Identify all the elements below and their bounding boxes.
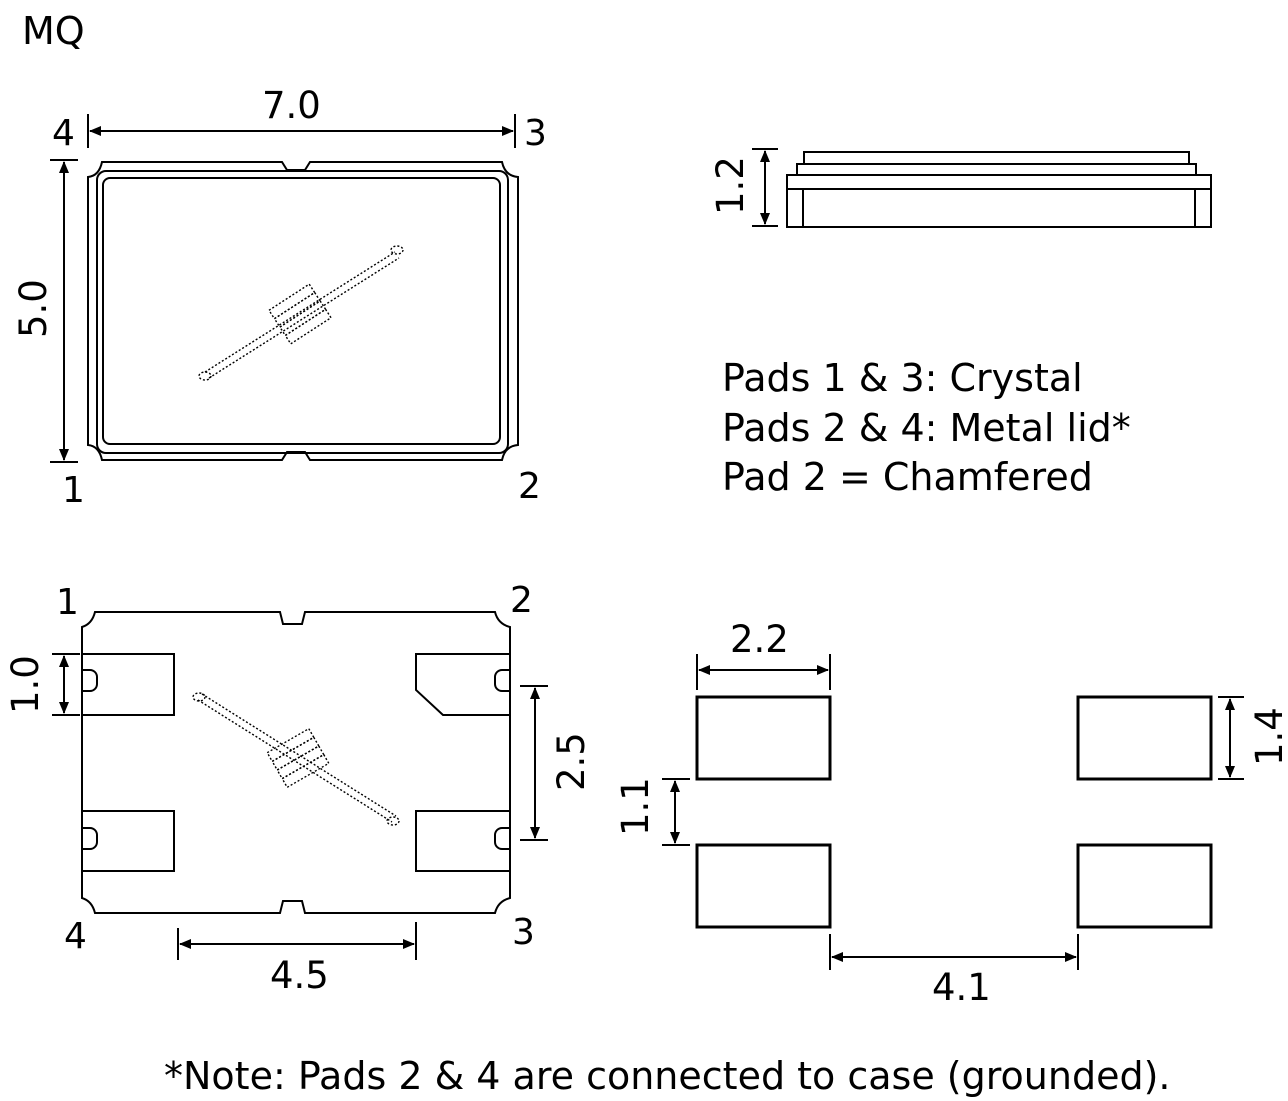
footprint-pad-top-right — [1076, 695, 1213, 781]
bottom-pin-2: 2 — [510, 580, 533, 621]
pad-pitch-x-dimension-label: 4.5 — [270, 954, 329, 997]
side-height-dimension-label: 1.2 — [709, 156, 752, 215]
note-pads-2-4: Pads 2 & 4: Metal lid* — [722, 406, 1131, 450]
bottom-pad-3 — [415, 810, 511, 872]
top-pin-2: 2 — [518, 466, 541, 507]
pad-pitch-y-dimension-label: 2.5 — [550, 732, 593, 791]
metal-lid-outer — [96, 170, 509, 454]
footprint-pad-top-left — [695, 695, 832, 781]
bottom-view: 1 2 4 3 — [4, 580, 593, 997]
footnote: *Note: Pads 2 & 4 are connected to case … — [164, 1054, 1170, 1098]
top-pin-3: 3 — [524, 113, 547, 154]
top-pin-1: 1 — [62, 470, 85, 511]
bottom-crystal-hidden-outline — [192, 692, 400, 826]
footprint-pad-width-dimension-label: 2.2 — [730, 618, 789, 661]
height-dimension-label: 5.0 — [12, 279, 55, 338]
bottom-pad-4 — [81, 810, 175, 872]
width-dimension-label: 7.0 — [262, 84, 321, 127]
top-view: 7.0 5.0 4 3 1 2 — [12, 84, 547, 511]
side-view: 1.2 — [709, 148, 1212, 228]
bottom-package-outline — [81, 611, 511, 914]
bottom-pad-2 — [415, 653, 510, 716]
bottom-pin-4: 4 — [64, 916, 87, 957]
top-pin-4: 4 — [52, 113, 75, 154]
crystal-hidden-outline — [198, 245, 404, 381]
pcb-footprint: 2.2 1.4 1.1 4.1 — [614, 618, 1288, 1009]
bottom-pad-1 — [81, 653, 175, 716]
note-pads-1-3: Pads 1 & 3: Crystal — [722, 356, 1083, 400]
pad-height-dimension-label: 1.0 — [4, 655, 47, 714]
footprint-pad-bottom-right — [1076, 843, 1213, 929]
footprint-pad-bottom-left — [695, 843, 832, 929]
top-package-outline — [87, 161, 519, 461]
side-body — [786, 174, 1212, 228]
bottom-pin-3: 3 — [512, 912, 535, 953]
note-pad-2-chamfered: Pad 2 = Chamfered — [722, 455, 1093, 499]
metal-lid-inner — [102, 177, 501, 445]
diagram-title: MQ — [22, 9, 85, 53]
footprint-gap-y-dimension-label: 1.1 — [614, 777, 657, 836]
side-lid-top — [803, 151, 1190, 165]
bottom-pin-1: 1 — [56, 582, 79, 623]
side-lid-flange — [796, 163, 1197, 176]
footprint-gap-x-dimension-label: 4.1 — [932, 966, 991, 1009]
footprint-pad-height-dimension-label: 1.4 — [1248, 707, 1288, 766]
